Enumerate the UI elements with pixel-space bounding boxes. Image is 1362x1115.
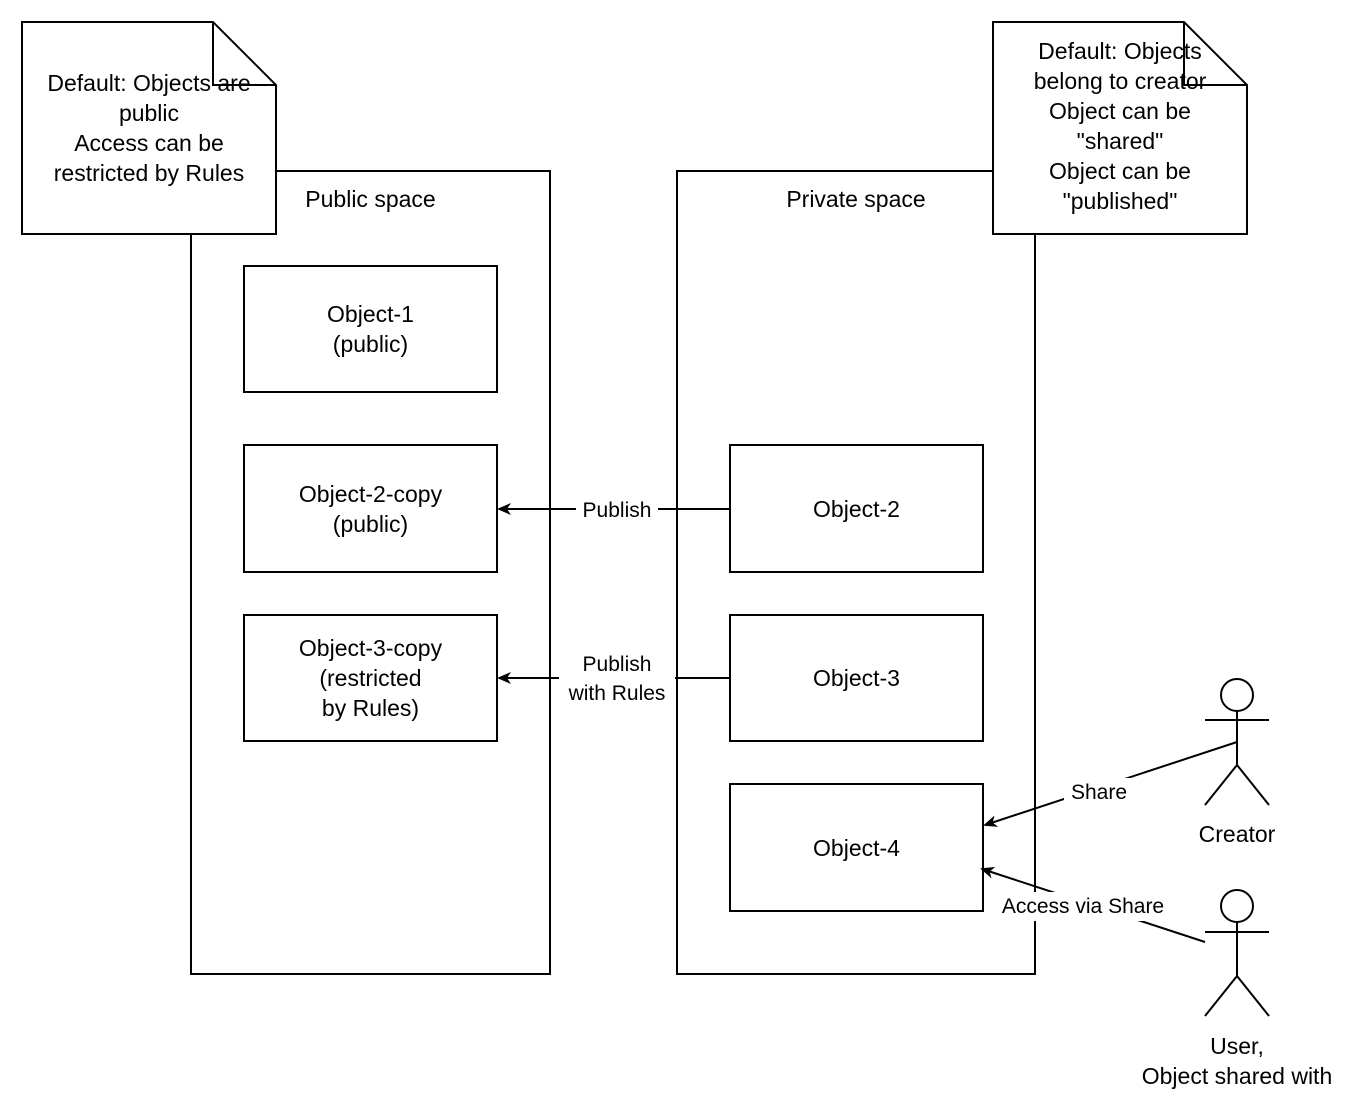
user-label: User, Object shared with [1141, 1033, 1333, 1089]
access-via-share-edge-label: Access via Share [988, 892, 1178, 921]
publish-edge-label: Publish [576, 496, 658, 525]
user-actor-icon[interactable] [1204, 889, 1270, 1017]
object-3-copy-label: Object-3-copy (restricted by Rules) [298, 635, 443, 721]
publish-with-rules-edge-label: Publish with Rules [559, 650, 675, 708]
object-2-copy-label: Object-2-copy (public) [298, 480, 443, 537]
creator-actor-icon[interactable] [1204, 678, 1270, 806]
object-4-label: Object-4 [813, 834, 900, 861]
private-space-title: Private space [786, 186, 926, 212]
object-1-label: Object-1 (public) [327, 301, 414, 357]
creator-label: Creator [1198, 821, 1276, 847]
object-3-label: Object-3 [813, 665, 900, 691]
private-note-text: Default: Objects belong to creator Objec… [1033, 38, 1207, 214]
object-3-copy-box[interactable] [243, 614, 498, 742]
object-2-label: Object-2 [813, 495, 900, 522]
object-1-box[interactable] [243, 265, 498, 393]
object-2-box[interactable] [729, 444, 984, 573]
share-edge-label: Share [1064, 778, 1134, 807]
object-2-copy-box[interactable] [243, 444, 498, 573]
object-4-box[interactable] [729, 783, 984, 912]
public-note-text: Default: Objects are public Access can b… [47, 70, 251, 186]
public-space-title: Public space [305, 186, 436, 212]
public-note-shape[interactable] [21, 21, 277, 235]
private-note-shape[interactable] [992, 21, 1248, 235]
